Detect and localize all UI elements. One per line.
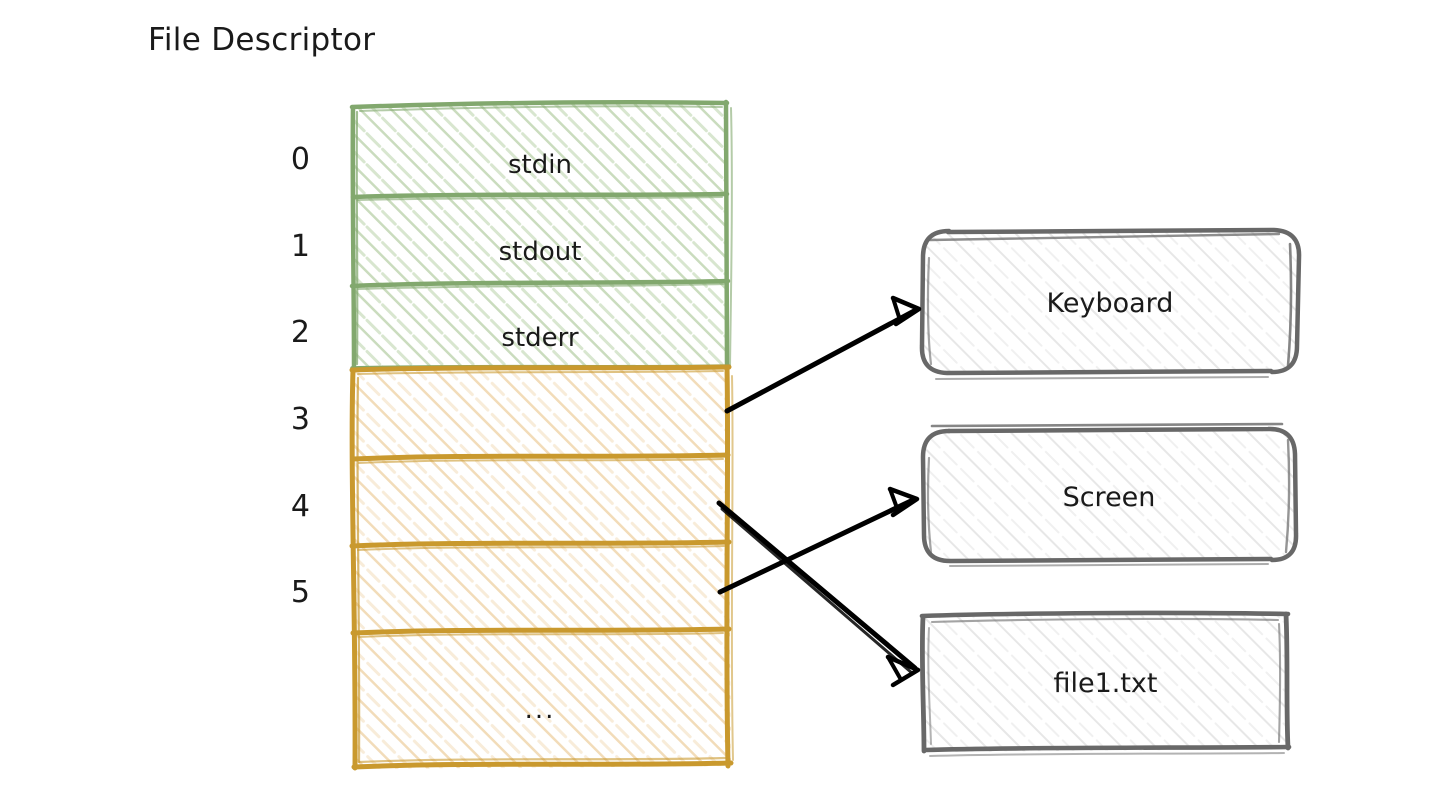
fd-index-4: 4 [290,489,310,524]
fd-cell-stderr: stderr [501,323,579,353]
target-box-keyboard[interactable] [919,227,1302,380]
connector-fd3-to-keyboard [724,295,922,414]
target-box-screen[interactable] [920,422,1299,567]
target-box-file1[interactable] [919,610,1292,757]
fd-cell-ellipsis: ... [524,695,556,725]
fd-index-2: 2 [290,315,310,350]
fd-open-block [349,364,734,771]
page-title: File Descriptor [148,22,376,58]
connector-fd5-to-screen [717,486,920,595]
target-label-keyboard: Keyboard [1046,288,1174,319]
fd-index-0: 0 [290,142,310,177]
fd-index-5: 5 [290,575,310,610]
connector-fd4-to-file1 [716,500,921,688]
target-label-file1: file1.txt [1053,668,1158,699]
fd-index-1: 1 [290,229,310,264]
fd-index-3: 3 [290,402,310,437]
target-label-screen: Screen [1062,482,1156,513]
fd-cell-stdout: stdout [498,237,582,267]
fd-cell-stdin: stdin [508,150,572,180]
